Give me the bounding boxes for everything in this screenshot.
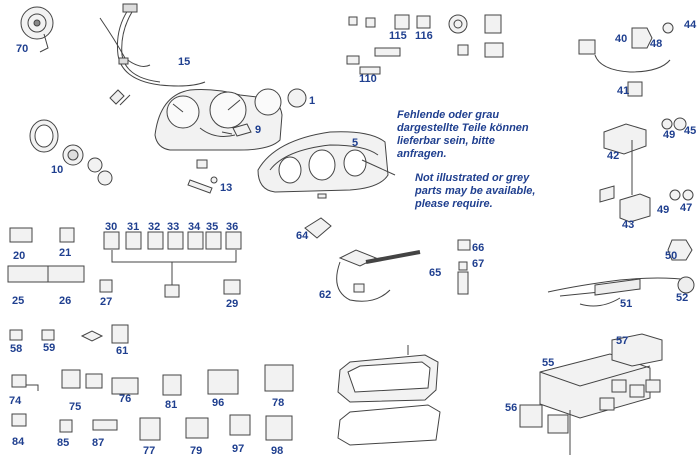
- part-label: 76: [119, 393, 132, 405]
- connector-part: [221, 123, 252, 137]
- bracket-part: [109, 89, 131, 106]
- part-label: 67: [472, 258, 485, 270]
- part-label: 75: [69, 401, 82, 413]
- part-label: 51: [620, 298, 633, 310]
- relay-set-part: [11, 364, 294, 441]
- part-label: 110: [359, 73, 377, 85]
- relay-connectors-part: [346, 47, 401, 75]
- note-english: Not illustrated or grey parts may be ava…: [415, 172, 535, 211]
- part-label: 49: [663, 129, 676, 141]
- note-english-line: parts may be available,: [415, 185, 536, 197]
- part-label: 10: [51, 164, 64, 176]
- round-switch-part: [667, 239, 693, 261]
- part-label: 9: [255, 124, 262, 136]
- wiper-switch-part: [599, 185, 694, 223]
- note-german-line: Fehlende oder grau: [397, 109, 500, 121]
- note-english-line: Not illustrated or grey: [415, 172, 530, 184]
- cable-harness-part: [547, 276, 695, 307]
- part-label: 41: [617, 85, 630, 97]
- small-sensors-part: [9, 324, 129, 344]
- part-label: 13: [220, 182, 233, 194]
- oil-pan-part: [337, 345, 441, 446]
- part-label: 40: [615, 33, 628, 45]
- part-label: 70: [16, 43, 29, 55]
- bulb-socket-part: [457, 239, 471, 295]
- part-label: 79: [190, 445, 203, 457]
- part-label: 74: [9, 395, 22, 407]
- part-label: 32: [148, 221, 161, 233]
- part-label: 77: [143, 445, 156, 457]
- speedometer-cable-part: [99, 3, 206, 87]
- part-label: 55: [542, 357, 555, 369]
- part-label: 115: [389, 30, 407, 42]
- small-switches-part: [348, 14, 504, 58]
- bulb-holder-part: [187, 159, 218, 194]
- part-label: 61: [116, 345, 129, 357]
- part-label: 26: [59, 295, 72, 307]
- part-label: 5: [352, 137, 359, 149]
- note-german: Fehlende oder grau dargestellte Teile kö…: [397, 109, 529, 161]
- part-label: 87: [92, 437, 105, 449]
- note-english-line: please require.: [415, 198, 493, 210]
- part-label: 64: [296, 230, 309, 242]
- switch-assembly-part: [578, 22, 674, 97]
- part-label: 21: [59, 247, 72, 259]
- part-label: 43: [622, 219, 635, 231]
- part-label: 29: [226, 298, 239, 310]
- part-label: 81: [165, 399, 178, 411]
- part-label: 85: [57, 437, 70, 449]
- part-label: 36: [226, 221, 239, 233]
- part-label: 57: [616, 335, 629, 347]
- combination-switch-part: [304, 217, 421, 302]
- ignition-switch-part: [29, 119, 113, 186]
- instrument-gauges-part: [154, 88, 307, 151]
- part-label: 56: [505, 402, 518, 414]
- note-german-line: anfragen.: [397, 148, 447, 160]
- part-label: 47: [680, 202, 693, 214]
- part-label: 42: [607, 150, 620, 162]
- part-label: 116: [415, 30, 433, 42]
- control-unit-part: [519, 333, 663, 455]
- part-label: 78: [272, 397, 285, 409]
- part-label: 44: [684, 19, 697, 31]
- part-label: 48: [650, 38, 663, 50]
- part-label: 98: [271, 445, 284, 457]
- switch-row-part: [7, 227, 242, 298]
- part-label: 65: [429, 267, 442, 279]
- part-label: 15: [178, 56, 191, 68]
- part-label: 1: [309, 95, 316, 107]
- part-label: 84: [12, 436, 25, 448]
- part-label: 33: [167, 221, 180, 233]
- instrument-housing-part: [257, 131, 396, 199]
- part-label: 35: [206, 221, 219, 233]
- part-label: 59: [43, 342, 56, 354]
- part-label: 34: [188, 221, 201, 233]
- part-label: 27: [100, 296, 113, 308]
- part-label: 31: [127, 221, 140, 233]
- part-label: 30: [105, 221, 118, 233]
- part-label: 50: [665, 250, 678, 262]
- part-label: 97: [232, 443, 245, 455]
- part-label: 49: [657, 204, 670, 216]
- note-german-line: lieferbar sein, bitte: [397, 135, 495, 147]
- part-label: 25: [12, 295, 25, 307]
- note-german-line: dargestellte Teile können: [397, 122, 529, 134]
- horn-part: [20, 6, 54, 53]
- part-label: 96: [212, 397, 225, 409]
- part-label: 20: [13, 250, 26, 262]
- part-label: 66: [472, 242, 485, 254]
- switch-block-part: [603, 117, 687, 195]
- part-label: 52: [676, 292, 689, 304]
- part-label: 45: [684, 125, 697, 137]
- part-label: 58: [10, 343, 23, 355]
- part-label: 62: [319, 289, 332, 301]
